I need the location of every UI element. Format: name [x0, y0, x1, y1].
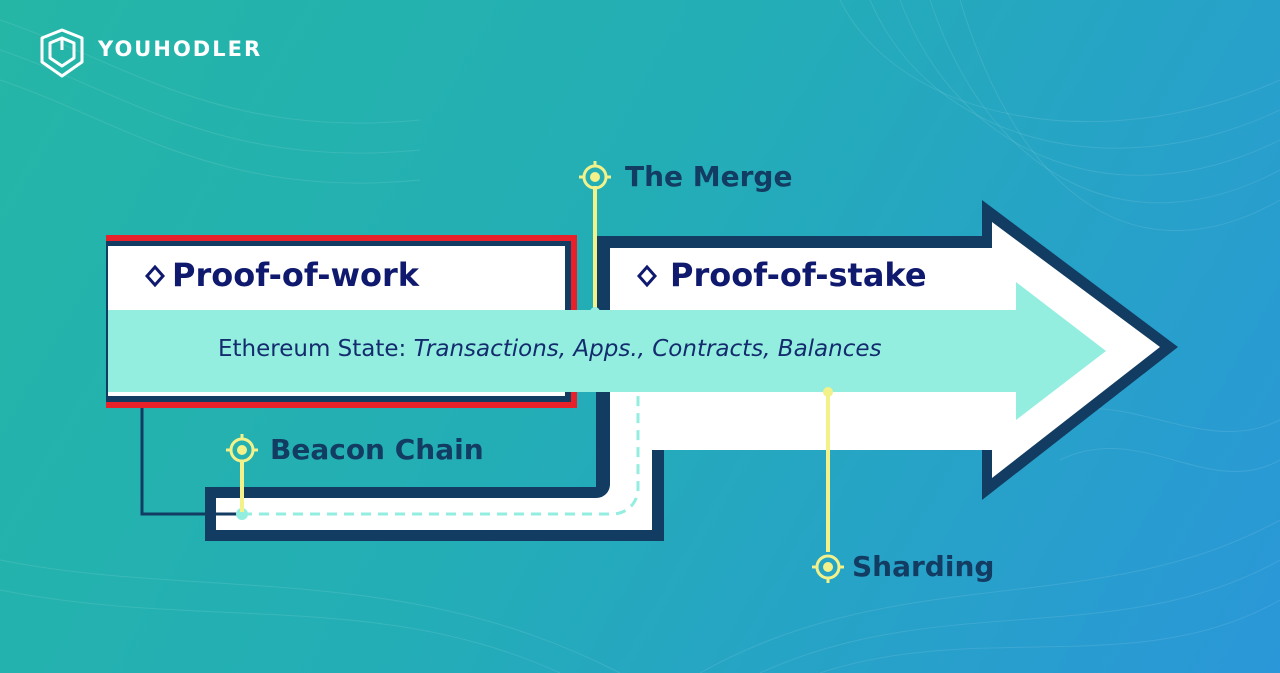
proof-of-work-diamond-icon	[144, 264, 166, 288]
merge-joint-dot	[590, 307, 600, 317]
beacon-chain-path	[242, 392, 640, 516]
pow-connector-line	[140, 392, 242, 516]
ethereum-state-bar	[108, 282, 1106, 420]
sharding-label: Sharding	[852, 550, 995, 583]
beacon-joint-dot	[236, 508, 248, 520]
proof-of-stake-diamond-icon	[636, 264, 658, 288]
beacon-chain-label: Beacon Chain	[270, 433, 484, 466]
merge-label: The Merge	[625, 160, 793, 193]
beacon-target-icon	[226, 434, 258, 463]
state-prefix: Ethereum State:	[218, 336, 407, 362]
state-items: Transactions, Apps., Contracts, Balances	[413, 336, 882, 362]
ethereum-state-text: Ethereum State: Transactions, Apps., Con…	[218, 336, 882, 362]
merge-target-icon	[579, 161, 611, 190]
sharding-target-icon	[812, 554, 844, 583]
brand-name: YOUHODLER	[98, 37, 263, 61]
sharding-joint-dot	[823, 387, 833, 397]
proof-of-stake-label: Proof-of-stake	[670, 256, 927, 294]
youhodler-logo-icon	[40, 28, 84, 78]
proof-of-work-label: Proof-of-work	[172, 256, 420, 294]
